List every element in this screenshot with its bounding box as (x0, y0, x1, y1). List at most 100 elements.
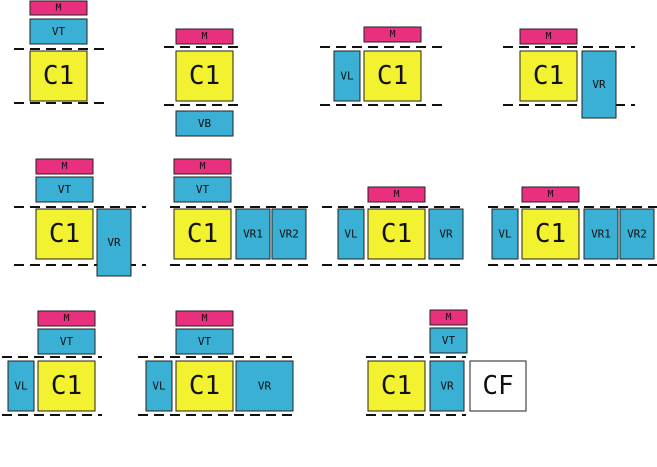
block-vr (235, 360, 294, 412)
panel-9: M VT VL C1 (2, 310, 102, 416)
block-c1 (175, 360, 234, 412)
label-vr: VR (439, 228, 453, 241)
label-c1: C1 (535, 219, 566, 249)
block-vr1 (583, 208, 619, 260)
label-vt: VT (52, 25, 66, 38)
block-c1 (367, 360, 426, 412)
label-c1: C1 (43, 61, 74, 91)
panel-7: M VL C1 VR (322, 186, 464, 266)
label-m: M (201, 313, 207, 324)
block-vt (29, 18, 88, 45)
label-c1: C1 (187, 219, 218, 249)
block-m (173, 158, 232, 175)
label-c1: C1 (49, 219, 80, 249)
label-vl: VL (340, 70, 354, 83)
label-m: M (201, 31, 207, 42)
block-c1 (367, 208, 426, 260)
label-c1: C1 (381, 371, 412, 401)
block-c1 (175, 50, 234, 102)
label-vr: VR (440, 380, 454, 393)
label-cf: CF (482, 371, 513, 401)
block-vl (145, 360, 173, 412)
block-m (37, 310, 96, 327)
block-m (519, 28, 578, 45)
label-c1: C1 (51, 371, 82, 401)
block-m (367, 186, 426, 203)
label-vr1: VR1 (591, 228, 611, 241)
label-vr1: VR1 (243, 228, 263, 241)
label-c1: C1 (377, 61, 408, 91)
block-vl (333, 50, 361, 102)
label-c1: C1 (381, 219, 412, 249)
block-m (429, 309, 468, 326)
block-m (521, 186, 580, 203)
block-vl (491, 208, 519, 260)
label-m: M (545, 31, 551, 42)
label-m: M (55, 3, 61, 14)
label-vt: VT (198, 335, 212, 348)
panel-8: M VL C1 VR1 VR2 (488, 186, 657, 266)
label-m: M (389, 29, 395, 40)
block-vr (429, 360, 465, 412)
block-vb (175, 110, 234, 137)
label-vr2: VR2 (627, 228, 647, 241)
label-vl: VL (14, 380, 28, 393)
block-c1 (173, 208, 232, 260)
label-m: M (393, 189, 399, 200)
block-vr1 (235, 208, 271, 260)
label-vt: VT (196, 183, 210, 196)
block-c1 (37, 360, 96, 412)
block-vt (175, 328, 234, 355)
label-m: M (199, 161, 205, 172)
block-vl (7, 360, 35, 412)
block-c1 (35, 208, 94, 260)
block-vr2 (271, 208, 307, 260)
block-c1 (521, 208, 580, 260)
block-vr2 (619, 208, 655, 260)
panel-1: M VT C1 (14, 0, 110, 104)
label-m: M (63, 313, 69, 324)
block-c1 (519, 50, 578, 102)
panel-6: M VT C1 VR1 VR2 (170, 158, 310, 266)
panel-3: M VL C1 (320, 26, 442, 106)
label-vl: VL (498, 228, 512, 241)
block-m (363, 26, 422, 43)
label-m: M (61, 161, 67, 172)
block-vt (35, 176, 94, 203)
label-vr: VR (258, 380, 272, 393)
label-vl: VL (152, 380, 166, 393)
block-vt (37, 328, 96, 355)
label-c1: C1 (189, 371, 220, 401)
label-vt: VT (60, 335, 74, 348)
block-m (175, 310, 234, 327)
block-m (29, 0, 88, 16)
block-vl (337, 208, 365, 260)
block-m (175, 28, 234, 45)
block-c1 (29, 50, 88, 102)
label-c1: C1 (189, 61, 220, 91)
block-vt (173, 176, 232, 203)
panel-11: M VT C1 VR CF (366, 309, 527, 416)
block-vr (428, 208, 464, 260)
panel-10: M VT VL C1 VR (138, 310, 294, 416)
block-vr (581, 50, 617, 119)
block-m (35, 158, 94, 175)
block-vt (429, 327, 468, 354)
block-vr (96, 208, 132, 277)
label-vr: VR (592, 78, 606, 91)
label-vb: VB (198, 117, 212, 130)
label-vr2: VR2 (279, 228, 299, 241)
label-vt: VT (442, 334, 456, 347)
label-m: M (445, 312, 451, 323)
label-vr: VR (107, 236, 121, 249)
label-c1: C1 (533, 61, 564, 91)
label-vl: VL (344, 228, 358, 241)
label-m: M (547, 189, 553, 200)
block-c1 (363, 50, 422, 102)
block-cf (469, 360, 527, 412)
label-vt: VT (58, 183, 72, 196)
